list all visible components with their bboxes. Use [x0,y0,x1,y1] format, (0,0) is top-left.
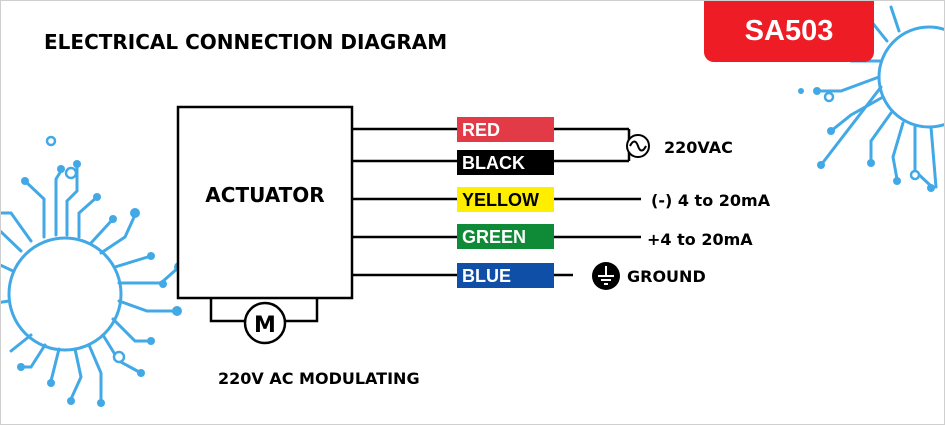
ac-source-icon [626,134,650,158]
footer-caption: 220V AC MODULATING [218,369,420,388]
wire-labels: RED BLACK YELLOW GREEN BLUE [457,117,554,288]
wire-red-label [457,117,554,142]
wire-yellow-label [457,187,554,212]
supply-label: 220VAC [664,138,733,157]
motor-symbol: M [254,313,276,338]
circuit-hollow-nodes [45,91,921,364]
wire-black-text: BLACK [462,153,525,173]
wire-black-label [457,150,554,175]
wire-green-label [457,224,554,249]
motor-icon [243,301,287,345]
wire-blue-label [457,263,554,288]
signal-positive-label: +4 to 20mA [647,230,753,249]
signal-negative-label: (-) 4 to 20mA [651,191,771,210]
circuit-decoration-icon [1,164,181,403]
actuator-box [176,105,354,300]
actuator-label: ACTUATOR [205,183,324,207]
wire-red-text: RED [462,120,500,140]
wire-yellow-text: YELLOW [462,190,539,210]
wire-green-text: GREEN [462,227,526,247]
ground-label: GROUND [627,267,706,286]
page-title: ELECTRICAL CONNECTION DIAGRAM [44,30,447,54]
wire-blue-text: BLUE [462,266,511,286]
model-badge [704,1,874,62]
circuit-nodes-left [17,137,184,407]
model-badge-text: SA503 [745,15,834,47]
circuit-nodes-right [798,45,935,192]
ground-icon [592,262,620,290]
